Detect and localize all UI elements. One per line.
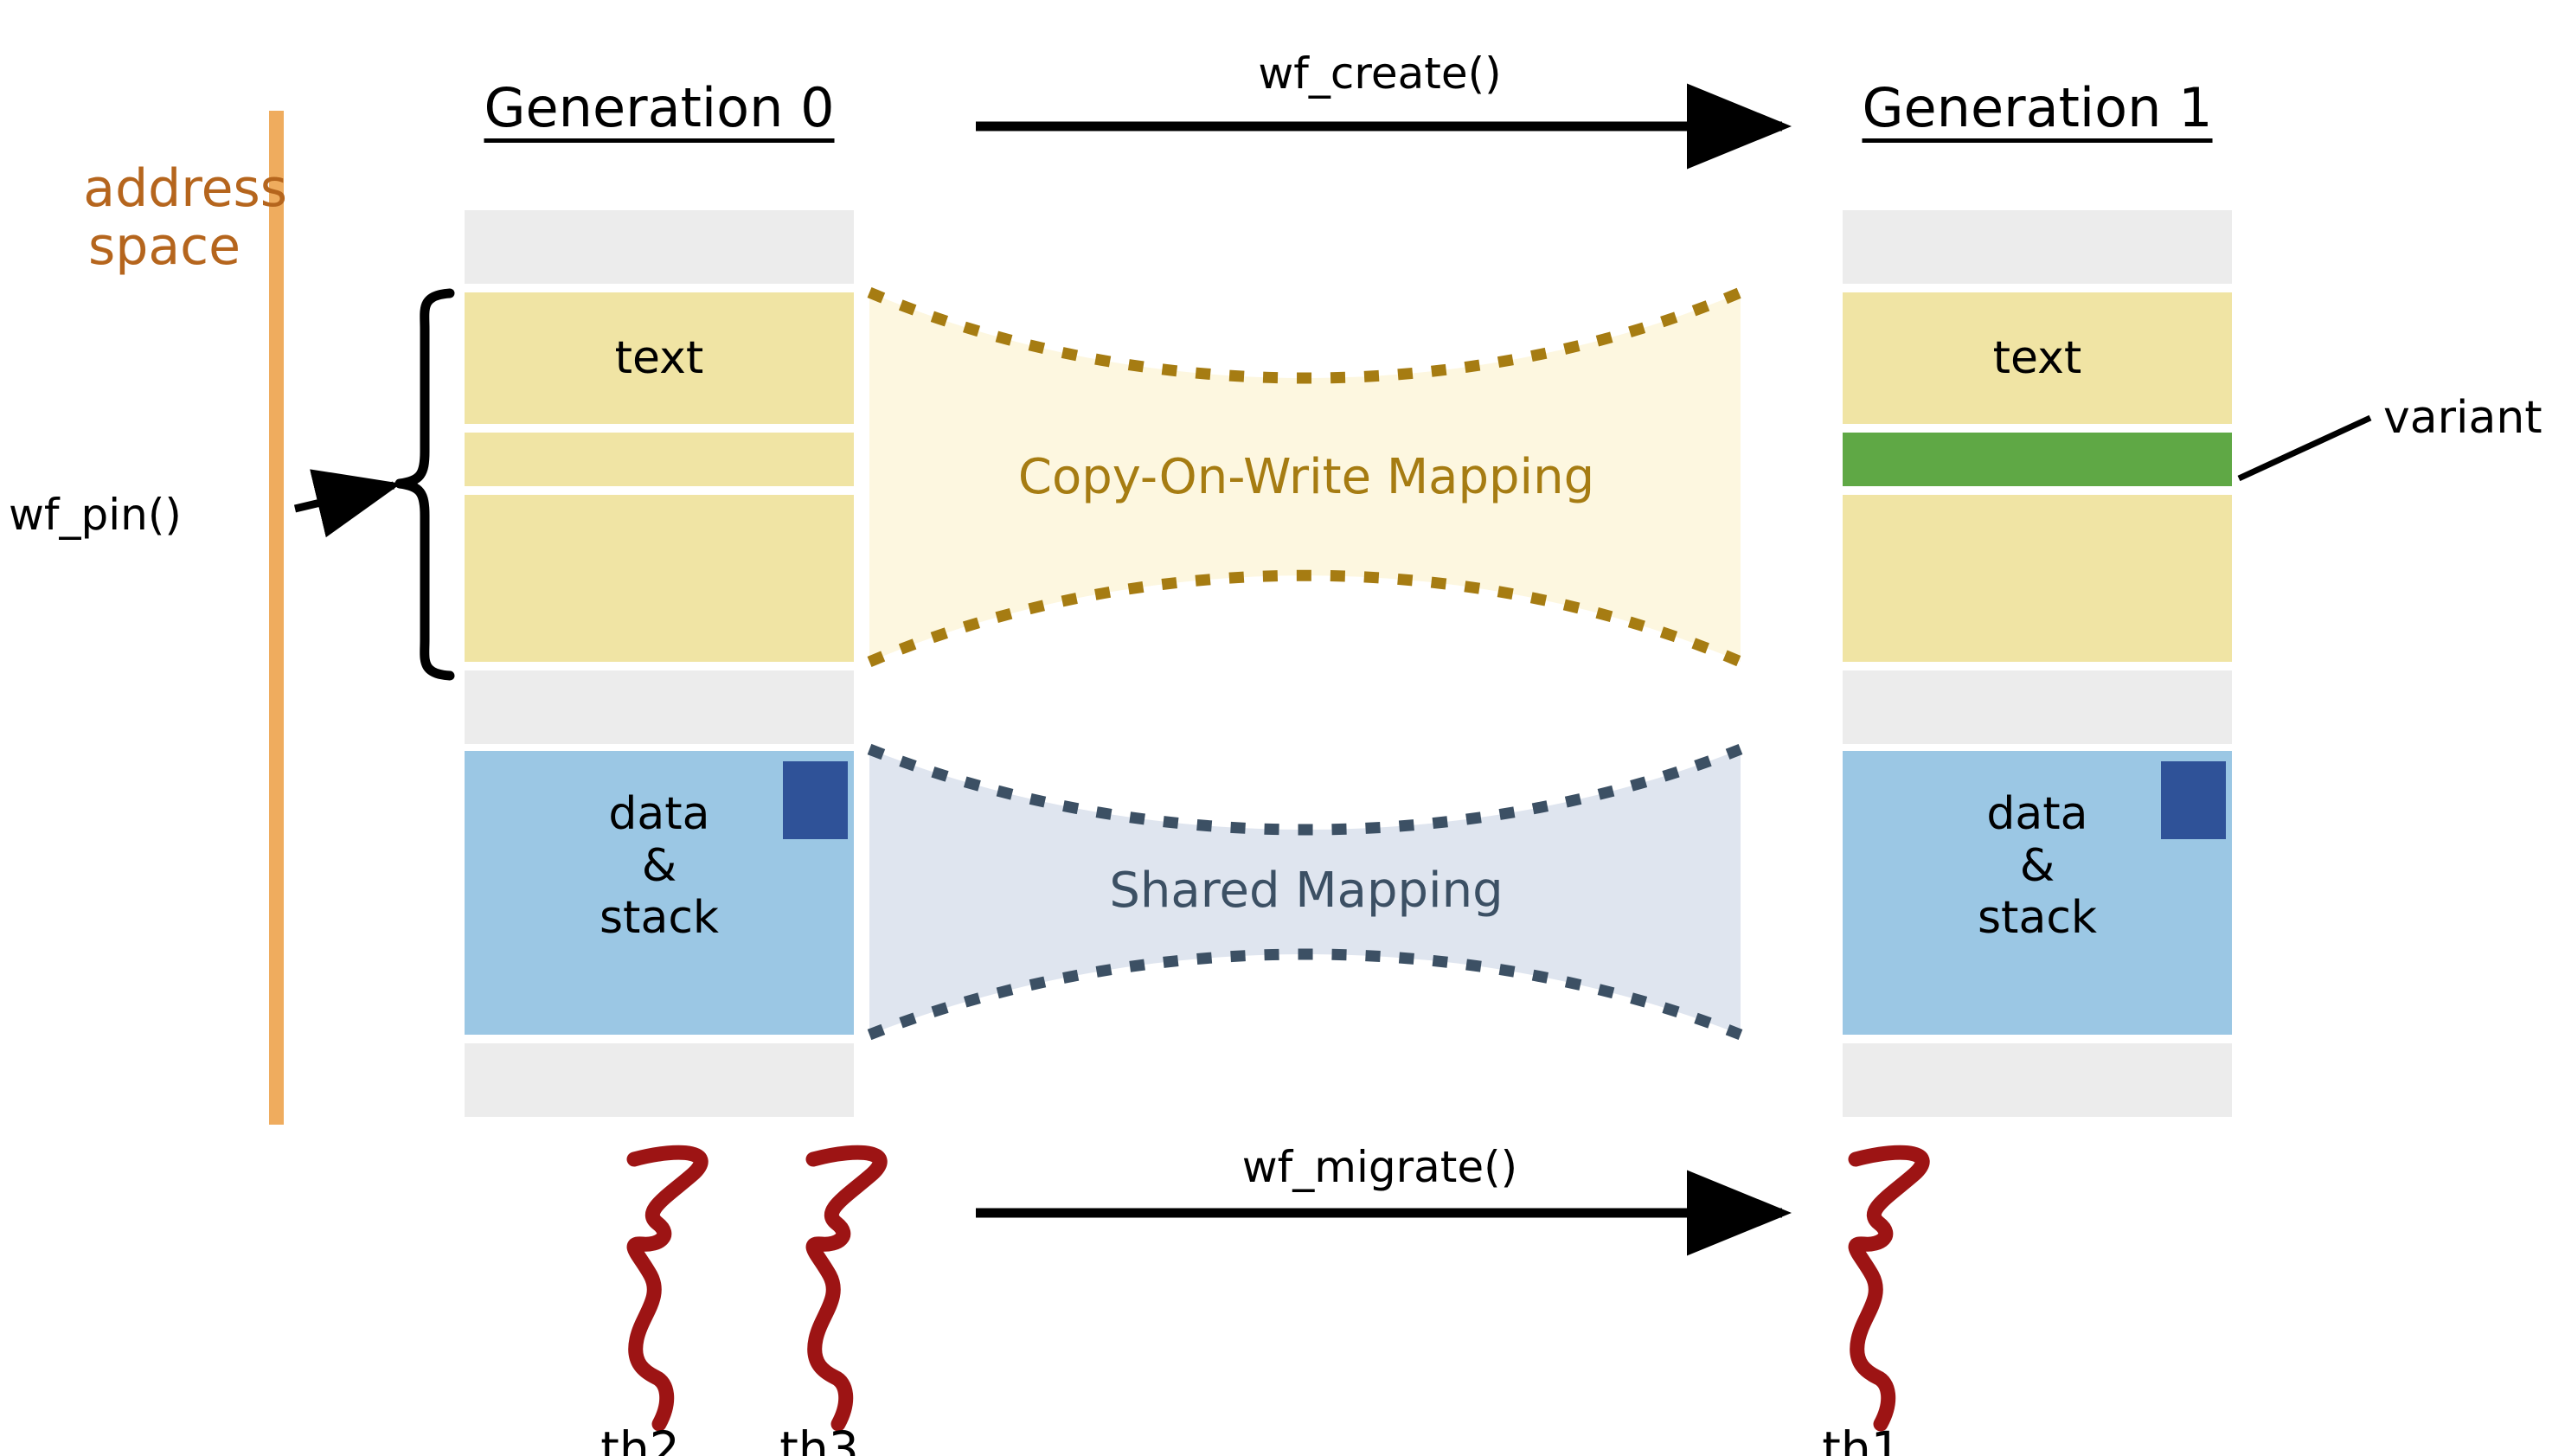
- shared-mapping-bottom-edge-2: [867, 948, 1743, 1041]
- thread-label-th1: th1: [1822, 1421, 1901, 1456]
- thread-label-th2: th2: [600, 1421, 680, 1456]
- gen0-block-text-thin: [465, 433, 854, 486]
- gen1-tls-square: [2161, 761, 2226, 839]
- generation-0-blocks: [465, 210, 854, 1117]
- generation-1-blocks: [1843, 210, 2232, 1117]
- gen0-block-unmapped-top: [465, 210, 854, 284]
- shared-mapping-band: [869, 749, 1741, 1035]
- cow-mapping-band: [869, 292, 1741, 662]
- gen0-block-text: [465, 292, 854, 424]
- thread-label-th3: th3: [779, 1421, 859, 1456]
- gen1-block-text-lower: [1843, 495, 2232, 662]
- gen1-block-variant: [1843, 433, 2232, 486]
- pin-region-brace: [394, 288, 455, 681]
- thread-squiggle-th2: [626, 1145, 709, 1432]
- gen1-block-unmapped-top: [1843, 210, 2232, 284]
- cow-mapping-top-edge: [867, 287, 1743, 384]
- gen1-block-text: [1843, 292, 2232, 424]
- gen0-data-stack-label: data & stack: [599, 788, 720, 944]
- wf-pin-label: wf_pin(): [9, 490, 182, 540]
- variant-leader-line: [2237, 414, 2372, 482]
- gen0-tls-square: [783, 761, 848, 839]
- cow-mapping-label: Copy-On-Write Mapping: [1017, 449, 1595, 505]
- generation-0-title: Generation 0: [484, 76, 835, 139]
- gen1-block-unmapped-mid: [1843, 670, 2232, 744]
- wf-migrate-label: wf_migrate(): [1241, 1142, 1518, 1192]
- address-space-label: address space: [83, 158, 288, 278]
- wf-pin-arrow: [293, 469, 401, 538]
- thread-squiggle-th3: [805, 1145, 888, 1432]
- gen1-block-unmapped-bottom: [1843, 1043, 2232, 1117]
- address-space-bar: [269, 111, 284, 1125]
- gen0-block-unmapped-mid: [465, 670, 854, 744]
- cow-mapping-bottom-edge: [867, 569, 1743, 667]
- gen0-block-text-lower: [465, 495, 854, 662]
- thread-squiggle-th1: [1848, 1145, 1930, 1432]
- wf-create-label: wf_create(): [1258, 48, 1502, 99]
- gen0-text-segment-label: text: [614, 332, 704, 384]
- gen1-data-stack-label: data & stack: [1977, 788, 2098, 944]
- generation-1-title: Generation 1: [1862, 76, 2213, 139]
- shared-mapping-top-edge: [867, 743, 1743, 836]
- shared-mapping-label: Shared Mapping: [1109, 863, 1504, 919]
- gen1-text-segment-label: text: [1992, 332, 2082, 384]
- variant-label: variant: [2383, 392, 2542, 444]
- gen0-block-unmapped-bottom: [465, 1043, 854, 1117]
